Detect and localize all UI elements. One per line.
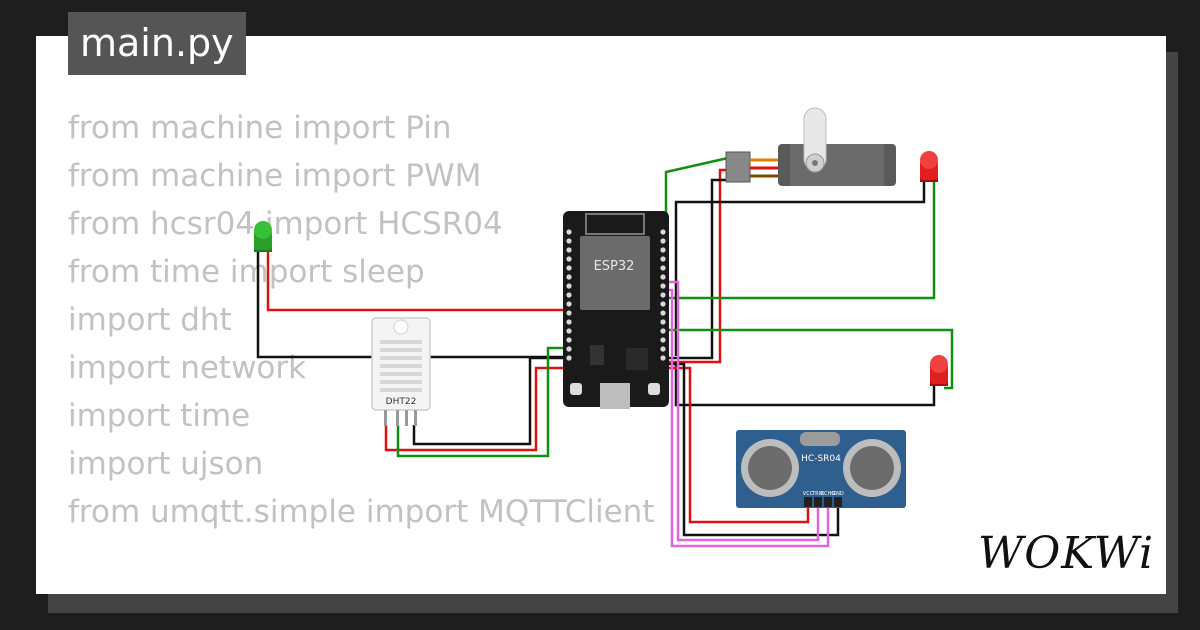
dht22-sensor[interactable]: [371, 317, 431, 426]
code-line: # MQTT Server Parameters: [68, 584, 654, 594]
esp32-header-pin: [566, 355, 572, 361]
code-line: import time: [68, 398, 251, 434]
esp32-header-pin: [660, 328, 666, 334]
wire-dht-green: [396, 346, 570, 458]
wire-dht-black: [412, 356, 570, 446]
wire-sonar-trig: [665, 280, 820, 542]
code-line: import dht: [68, 302, 232, 338]
esp32-header-pin: [566, 319, 572, 325]
esp32-header-pin: [660, 292, 666, 298]
esp32-header-pin: [566, 292, 572, 298]
esp32-header-pin: [660, 256, 666, 262]
hc-sr04-pin-gnd: GND: [832, 491, 844, 497]
esp32-header-pin: [660, 238, 666, 244]
code-line: from umqtt.simple import MQTTClient: [68, 494, 655, 530]
esp32-board[interactable]: [563, 211, 669, 409]
hc-sr04-label: HC-SR04: [801, 454, 841, 464]
led-red-bottom[interactable]: [930, 355, 948, 386]
wire-led1-black: [674, 180, 926, 356]
code-line: from machine import PWM: [68, 158, 482, 194]
hc-sr04-pin-vcc: VCC: [803, 491, 814, 497]
dht22-label: DHT22: [386, 397, 417, 407]
wire-led2-black: [674, 362, 936, 407]
code-line: from hcsr04 import HCSR04: [68, 206, 503, 242]
wire-sonar-echo: [665, 288, 830, 548]
esp32-header-pin: [566, 265, 572, 271]
esp32-header-pin: [660, 355, 666, 361]
led-green[interactable]: [254, 221, 272, 252]
esp32-header-pin: [566, 328, 572, 334]
esp32-header-pin: [660, 229, 666, 235]
wokwi-logo: WOKWi: [978, 528, 1155, 579]
wire-led2-green: [665, 328, 954, 390]
esp32-header-pin: [660, 346, 666, 352]
esp32-header-pin: [566, 274, 572, 280]
esp32-header-pin: [566, 256, 572, 262]
wire-sonar-vcc: [665, 366, 810, 524]
esp32-header-pin: [660, 283, 666, 289]
esp32-header-pin: [660, 319, 666, 325]
code-line: import ujson: [68, 446, 264, 482]
esp32-label: ESP32: [594, 259, 635, 274]
esp32-header-pin: [660, 310, 666, 316]
servo-motor[interactable]: [725, 107, 896, 186]
esp32-header-pin: [566, 283, 572, 289]
file-tab-main-py[interactable]: main.py: [68, 12, 246, 75]
wire-green-led-black: [256, 250, 570, 359]
esp32-header-pin: [660, 265, 666, 271]
led-red-top[interactable]: [920, 151, 938, 182]
esp32-header-pin: [566, 310, 572, 316]
esp32-header-pin: [566, 337, 572, 343]
esp32-header-pin: [660, 337, 666, 343]
esp32-header-pin: [566, 247, 572, 253]
hc-sr04-sensor[interactable]: [736, 430, 906, 508]
wire-servo-black: [665, 178, 728, 360]
wires: [256, 156, 954, 548]
wire-green-led-red: [266, 250, 570, 312]
esp32-header-pin: [566, 229, 572, 235]
esp32-header-pin: [660, 247, 666, 253]
code-line: import network: [68, 350, 307, 386]
hc-sr04-pin-echo: ECHO: [821, 491, 835, 497]
code-line: from machine import Pin: [68, 110, 452, 146]
wire-servo-red: [665, 168, 728, 364]
esp32-header-pin: [566, 301, 572, 307]
hc-sr04-pin-trig: TRIG: [811, 491, 824, 497]
esp32-header-pin: [566, 346, 572, 352]
esp32-header-pin: [660, 274, 666, 280]
code-line: from time import sleep: [68, 254, 425, 290]
wire-servo-green: [664, 156, 729, 225]
esp32-header-pin: [660, 301, 666, 307]
code-listing: from machine import Pin from machine imp…: [68, 104, 654, 594]
esp32-header-pin: [566, 238, 572, 244]
wire-led1-green: [665, 180, 936, 300]
